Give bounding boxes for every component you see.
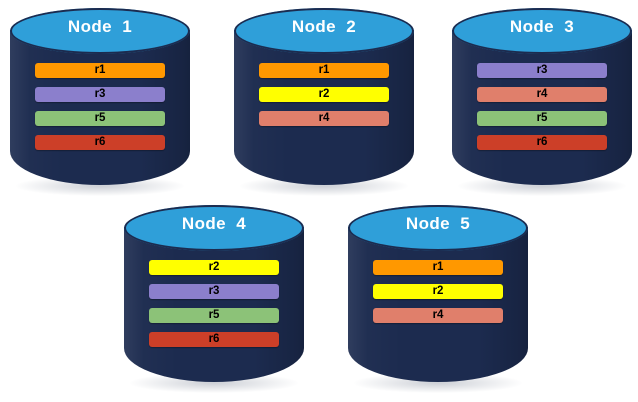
record-list: r1 r2 r4: [373, 260, 503, 323]
record-bar[interactable]: r1: [259, 63, 389, 78]
cylinder-body: [452, 30, 632, 185]
node-title: Node 3: [509, 17, 575, 36]
database-node[interactable]: Node 4 r2 r3 r5 r6: [124, 205, 304, 395]
node-title: Node 5: [405, 214, 471, 233]
record-bar[interactable]: r4: [259, 111, 389, 126]
record-bar[interactable]: r1: [35, 63, 165, 78]
record-list: r1 r3 r5 r6: [35, 63, 165, 150]
cylinder-top-ellipse: [348, 205, 528, 251]
record-bar[interactable]: r3: [477, 63, 607, 78]
record-list: r2 r3 r5 r6: [149, 260, 279, 347]
database-node[interactable]: Node 3 r3 r4 r5 r6: [452, 8, 632, 198]
record-bar[interactable]: r6: [35, 135, 165, 150]
record-bar[interactable]: r5: [35, 111, 165, 126]
record-list: r1 r2 r4: [259, 63, 389, 126]
node-title: Node 4: [181, 214, 247, 233]
record-bar[interactable]: r5: [477, 111, 607, 126]
record-list: r3 r4 r5 r6: [477, 63, 607, 150]
node-title: Node 1: [67, 17, 133, 36]
record-bar[interactable]: r3: [149, 284, 279, 299]
database-node[interactable]: Node 1 r1 r3 r5 r6: [10, 8, 190, 198]
cylinder-top-ellipse: [234, 8, 414, 54]
database-node[interactable]: Node 2 r1 r2 r4: [234, 8, 414, 198]
cylinder-body: [234, 30, 414, 185]
record-bar[interactable]: r2: [373, 284, 503, 299]
cylinder-body: [124, 227, 304, 382]
record-bar[interactable]: r2: [259, 87, 389, 102]
record-bar[interactable]: r4: [373, 308, 503, 323]
record-bar[interactable]: r1: [373, 260, 503, 275]
record-bar[interactable]: r4: [477, 87, 607, 102]
cylinder-top-ellipse: [124, 205, 304, 251]
cylinder-body: [10, 30, 190, 185]
cylinder-body: [348, 227, 528, 382]
record-bar[interactable]: r5: [149, 308, 279, 323]
record-bar[interactable]: r3: [35, 87, 165, 102]
database-node[interactable]: Node 5 r1 r2 r4: [348, 205, 528, 395]
record-bar[interactable]: r2: [149, 260, 279, 275]
record-bar[interactable]: r6: [149, 332, 279, 347]
cylinder-top-ellipse: [452, 8, 632, 54]
record-bar[interactable]: r6: [477, 135, 607, 150]
node-title: Node 2: [291, 17, 357, 36]
cylinder-top-ellipse: [10, 8, 190, 54]
